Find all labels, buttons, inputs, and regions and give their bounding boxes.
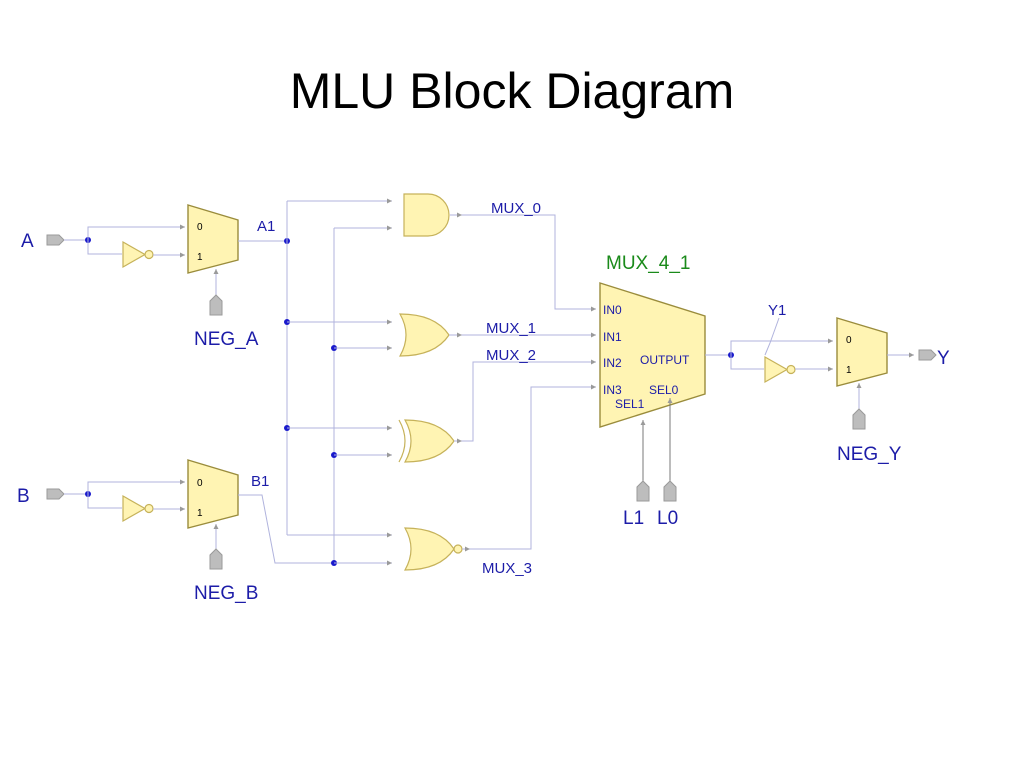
neg-y-pin[interactable]	[852, 408, 866, 430]
neg-y-label: NEG_Y	[837, 444, 902, 465]
mux4-in3-label: IN3	[603, 383, 622, 397]
not-bubble	[144, 249, 154, 260]
l0-pin[interactable]	[663, 480, 677, 502]
not-bubble	[786, 364, 796, 375]
neg-b-label: NEG_B	[194, 583, 258, 604]
gate-output-wires	[462, 214, 596, 550]
mux4-name: MUX_4_1	[606, 253, 691, 274]
mux2-a-in1: 1	[197, 252, 203, 263]
page-title: MLU Block Diagram	[289, 63, 735, 119]
input-b-pin[interactable]	[46, 488, 65, 500]
mux-2-label: MUX_2	[486, 347, 536, 364]
mux4-in1-label: IN1	[603, 330, 622, 344]
mux-3-label: MUX_3	[482, 560, 532, 577]
input-a-label: A	[21, 231, 34, 252]
input-a-section: A 0 1 NEG_A A1	[21, 204, 290, 350]
mux4-sel1-label: SEL1	[615, 397, 645, 411]
l1-label: L1	[623, 508, 644, 529]
output-y-label: Y	[937, 348, 950, 369]
input-b-label: B	[17, 486, 30, 507]
not-gate-b	[122, 494, 147, 523]
input-b-section: B 0 1 NEG_B B1	[17, 459, 269, 604]
neg-a-pin[interactable]	[209, 294, 223, 316]
output-section: Y1 0 1 Y NEG_Y	[705, 302, 950, 465]
xor-gate	[398, 419, 462, 463]
mux2-y-in1: 1	[846, 365, 852, 376]
mux-1-label: MUX_1	[486, 320, 536, 337]
output-y-pin[interactable]	[918, 349, 937, 361]
l1-pin[interactable]	[636, 480, 650, 502]
mux2-y	[836, 317, 888, 387]
select-lines: L1 L0	[623, 398, 678, 529]
l0-label: L0	[657, 508, 678, 529]
nor-gate	[403, 527, 470, 571]
mux4-sel0-label: SEL0	[649, 383, 679, 397]
input-a-pin[interactable]	[46, 234, 65, 246]
mux-0-label: MUX_0	[491, 200, 541, 217]
not-gate-y	[764, 355, 789, 384]
y1-label: Y1	[768, 302, 786, 319]
mux4-in0-label: IN0	[603, 303, 622, 317]
mux2-y-in0: 0	[846, 335, 852, 346]
b1-label: B1	[251, 473, 269, 490]
mux4-in2-label: IN2	[603, 356, 622, 370]
or-gate	[398, 313, 462, 357]
mux2-b-in0: 0	[197, 478, 203, 489]
neg-b-pin[interactable]	[209, 548, 223, 570]
mux2-a-in0: 0	[197, 222, 203, 233]
bus-wires	[238, 198, 392, 566]
mux2-b-in1: 1	[197, 508, 203, 519]
and-gate	[403, 193, 462, 237]
a1-label: A1	[257, 218, 275, 235]
mux2-a	[187, 204, 239, 274]
mux2-b	[187, 459, 239, 529]
mux4-block: MUX_4_1 IN0 IN1 IN2 IN3 OUTPUT SEL0 SEL1	[599, 253, 706, 428]
neg-a-label: NEG_A	[194, 329, 259, 350]
not-gate-a	[122, 240, 147, 269]
mux4-output-label: OUTPUT	[640, 353, 690, 367]
not-bubble	[144, 503, 154, 514]
